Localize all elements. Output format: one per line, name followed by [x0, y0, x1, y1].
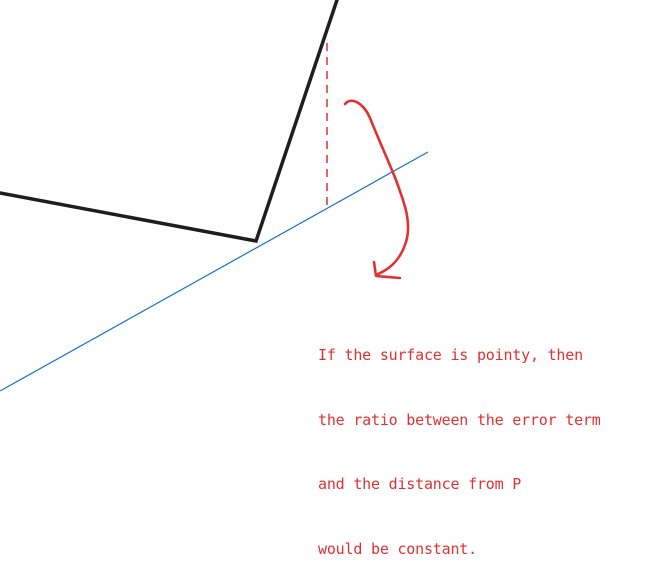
annotation-text: If the surface is pointy, then the ratio… — [318, 302, 648, 582]
pointy-surface-curve — [0, 0, 339, 244]
annotation-line-4: would be constant. — [318, 539, 477, 558]
pointy-surface-diagram — [0, 0, 429, 392]
annotation-line-1: If the surface is pointy, then — [318, 346, 583, 364]
curved-arrow-icon — [343, 99, 410, 280]
tangent-line — [0, 151, 429, 392]
annotation-line-2: the ratio between the error term — [318, 410, 601, 429]
annotation-line-3: and the distance from P — [318, 475, 522, 493]
